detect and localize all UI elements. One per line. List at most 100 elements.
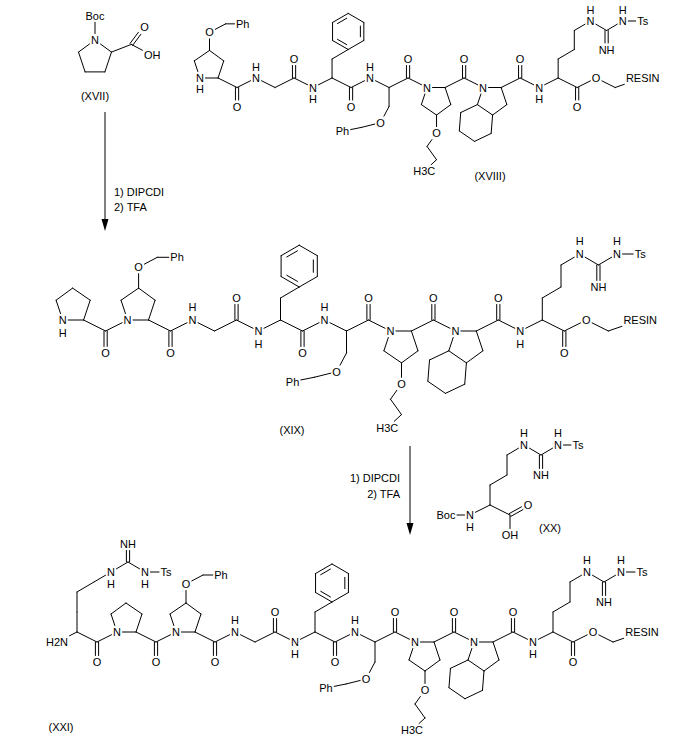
bond-line (464, 78, 478, 85)
atom-label: O (592, 72, 601, 84)
bond-line (287, 251, 298, 257)
bond-line (287, 275, 298, 281)
atom-label: O (233, 101, 242, 113)
bond-line (332, 22, 333, 40)
atom-label: O (271, 606, 280, 618)
atom-label: N (586, 15, 594, 27)
bond-line (434, 642, 440, 660)
atom-label: Ph (336, 125, 349, 137)
atom-label: H (291, 648, 299, 660)
atom-label: N (321, 314, 329, 326)
bond-line (346, 331, 347, 353)
atom-label: H (309, 93, 317, 105)
bond-line (600, 265, 601, 281)
bond-line (281, 287, 300, 298)
bond-line (596, 24, 607, 30)
bond-line (77, 632, 97, 642)
bond-line (462, 66, 463, 79)
atom-label: O (347, 101, 356, 113)
atom-label: NH (590, 281, 606, 293)
bond-line (215, 24, 225, 29)
bond-line (332, 50, 348, 60)
reaction-arrow (102, 112, 109, 231)
atom-label: O (429, 292, 438, 304)
compound-node: (XIX) (40, 232, 668, 444)
bond-line (366, 305, 367, 321)
atom-label: O (404, 53, 413, 65)
bond-line (430, 351, 449, 360)
atom-label: Ts (637, 566, 648, 578)
bond-line (542, 320, 564, 331)
atom-label: O (582, 314, 591, 326)
bond-line (570, 575, 582, 582)
atom-label: H (576, 235, 584, 247)
bond-line (558, 78, 577, 88)
reagent-label: 1) DIPCDI (350, 472, 400, 484)
bond-line (615, 84, 624, 87)
atom-label: O (152, 656, 161, 668)
bond-line (526, 320, 543, 328)
bond-line (402, 351, 419, 363)
bond-line (507, 455, 508, 475)
bond-line (203, 575, 213, 576)
atom-label: N (520, 439, 528, 451)
bond-line (264, 320, 281, 328)
bond-line (431, 305, 432, 321)
bond-line (104, 331, 105, 347)
arrow-shaft (410, 446, 411, 525)
bond-line (237, 81, 251, 88)
bond-line (334, 684, 346, 686)
bond-line (558, 50, 574, 60)
bond-line (406, 66, 407, 79)
bond-line (149, 300, 156, 320)
bond-line (475, 133, 492, 141)
bond-line (479, 642, 493, 643)
bond-line (428, 360, 430, 381)
atom-label: Ts (635, 248, 646, 260)
bond-line (275, 632, 290, 639)
bond-line (435, 305, 436, 321)
atom-label: OH (144, 49, 161, 61)
bond-line (409, 66, 410, 79)
bond-line (70, 632, 77, 636)
bond-line (215, 635, 230, 642)
atom-label: NH (599, 44, 615, 56)
bond-line (455, 619, 456, 633)
bond-line (157, 257, 169, 258)
compound-label: (XXI) (48, 721, 73, 733)
atom-label: O (569, 656, 578, 668)
atom-label: NH (596, 596, 612, 608)
bond-line (562, 331, 563, 347)
bond-line (332, 78, 351, 88)
bond-line (465, 66, 466, 79)
atom-label: O (140, 21, 149, 33)
bond-line (209, 39, 210, 51)
bond-line (300, 632, 315, 639)
atom-label: O (432, 127, 441, 139)
bond-line (553, 612, 554, 632)
bond-line (573, 635, 587, 642)
bond-line (107, 331, 108, 347)
bond-line (384, 107, 389, 117)
atom-label: H (196, 83, 204, 95)
atom-label: N (141, 566, 149, 578)
bond-line (192, 575, 203, 581)
atom-label: O (205, 26, 214, 38)
bond-line (138, 274, 139, 288)
bond-line (369, 662, 375, 673)
atom-label: O (134, 261, 143, 273)
atom-label: N (479, 82, 487, 94)
bond-line (136, 614, 142, 632)
bond-line (607, 24, 618, 30)
bond-line (450, 660, 468, 668)
bond-line (370, 305, 371, 321)
bond-line (210, 50, 224, 60)
arrow-head (407, 523, 414, 535)
atom-label: Ts (637, 15, 648, 27)
bond-line (348, 13, 364, 22)
bond-line (315, 632, 335, 642)
bond-line (602, 81, 615, 88)
bond-line (77, 592, 78, 612)
atom-label: H (619, 4, 627, 16)
bond-line (195, 632, 215, 642)
